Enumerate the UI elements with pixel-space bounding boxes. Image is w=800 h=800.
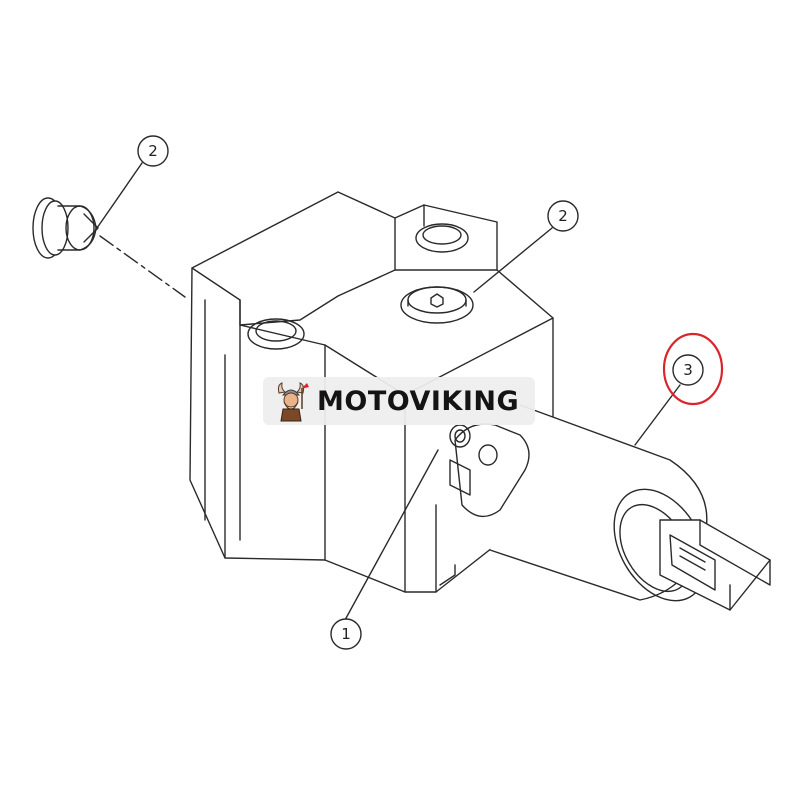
callout-label-plug-left: 2	[148, 142, 158, 160]
viking-mascot-icon	[277, 382, 309, 422]
callout-label-plug-top: 2	[558, 207, 568, 225]
watermark-text: MOTOVIKING	[317, 385, 520, 417]
callout-circle-plug-left	[137, 135, 169, 167]
callout-circle-solenoid	[672, 354, 704, 386]
callout-circle-orifice	[330, 618, 362, 650]
callout-label-solenoid: 3	[683, 361, 693, 379]
watermark-banner: MOTOVIKING	[263, 377, 535, 425]
plug-left-part	[32, 197, 186, 298]
callout-circle-plug-top	[547, 200, 579, 232]
callout-label-orifice: 1	[341, 625, 351, 643]
highlight-ring-solenoid	[662, 332, 724, 406]
solenoid-part	[449, 404, 771, 611]
